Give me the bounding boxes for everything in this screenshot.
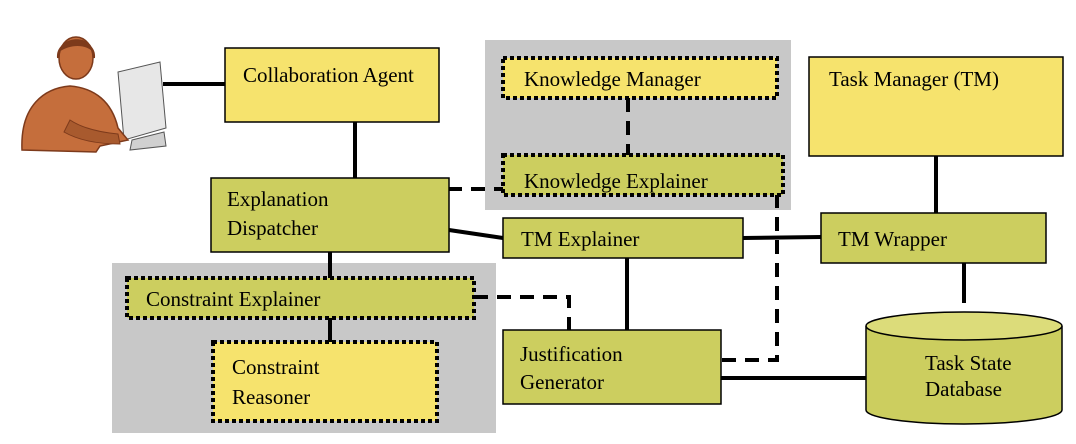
knowledge-manager-label: Knowledge Manager [524, 67, 701, 91]
task-manager-label: Task Manager (TM) [829, 67, 999, 91]
tm-explainer-label: TM Explainer [521, 227, 639, 251]
tm-explainer-box[interactable] [502, 217, 744, 259]
component-labels: Collaboration Agent Knowledge Manager Ta… [146, 63, 1012, 409]
explanation-dispatcher-label-line1: Explanation [227, 187, 329, 211]
knowledge-explainer-box[interactable] [501, 153, 785, 197]
constraint-reasoner-label-line2: Reasoner [232, 385, 310, 409]
solid-connectors [163, 82, 966, 380]
task-state-database-label-line2: Database [925, 377, 1002, 401]
constraint-explainer-label: Constraint Explainer [146, 287, 320, 311]
tm-wrapper-box[interactable] [820, 212, 1047, 264]
dashed-connectors [448, 98, 779, 362]
connector-tmexplainer-tmwrapper [742, 235, 822, 240]
database-top [865, 311, 1063, 341]
constraint-reasoner-box[interactable] [211, 340, 439, 423]
explanation-dispatcher-label-line2: Dispatcher [227, 216, 318, 240]
dashed-constraint-justification [474, 295, 571, 332]
person-at-computer-icon [21, 36, 167, 153]
person-arm [63, 119, 121, 145]
task-manager-box[interactable] [808, 56, 1064, 157]
dashed-knowledgeexplainer-justification [722, 175, 779, 362]
task-state-database-label-line1: Task State [925, 351, 1012, 375]
collaboration-agent-label: Collaboration Agent [243, 63, 414, 87]
justification-generator-box[interactable] [502, 329, 722, 405]
database-body [865, 326, 1063, 425]
constraint-explainer-box[interactable] [125, 276, 476, 320]
connector-dispatcher-tmexplainer [448, 228, 504, 240]
collaboration-agent-box[interactable] [224, 47, 440, 123]
computer-monitor [117, 61, 167, 141]
component-boxes [125, 47, 1064, 423]
person-headset [56, 40, 96, 59]
explanation-dispatcher-box[interactable] [210, 177, 450, 253]
tm-wrapper-label: TM Wrapper [838, 227, 947, 251]
justification-generator-label-line2: Generator [520, 370, 604, 394]
knowledge-explainer-label: Knowledge Explainer [524, 169, 708, 193]
justification-generator-label-line1: Justification [520, 342, 623, 366]
constraint-reasoner-label-line1: Constraint [232, 355, 320, 379]
computer-stand [129, 131, 167, 151]
task-state-database-cylinder[interactable] [865, 311, 1063, 425]
knowledge-manager-box[interactable] [501, 56, 779, 100]
